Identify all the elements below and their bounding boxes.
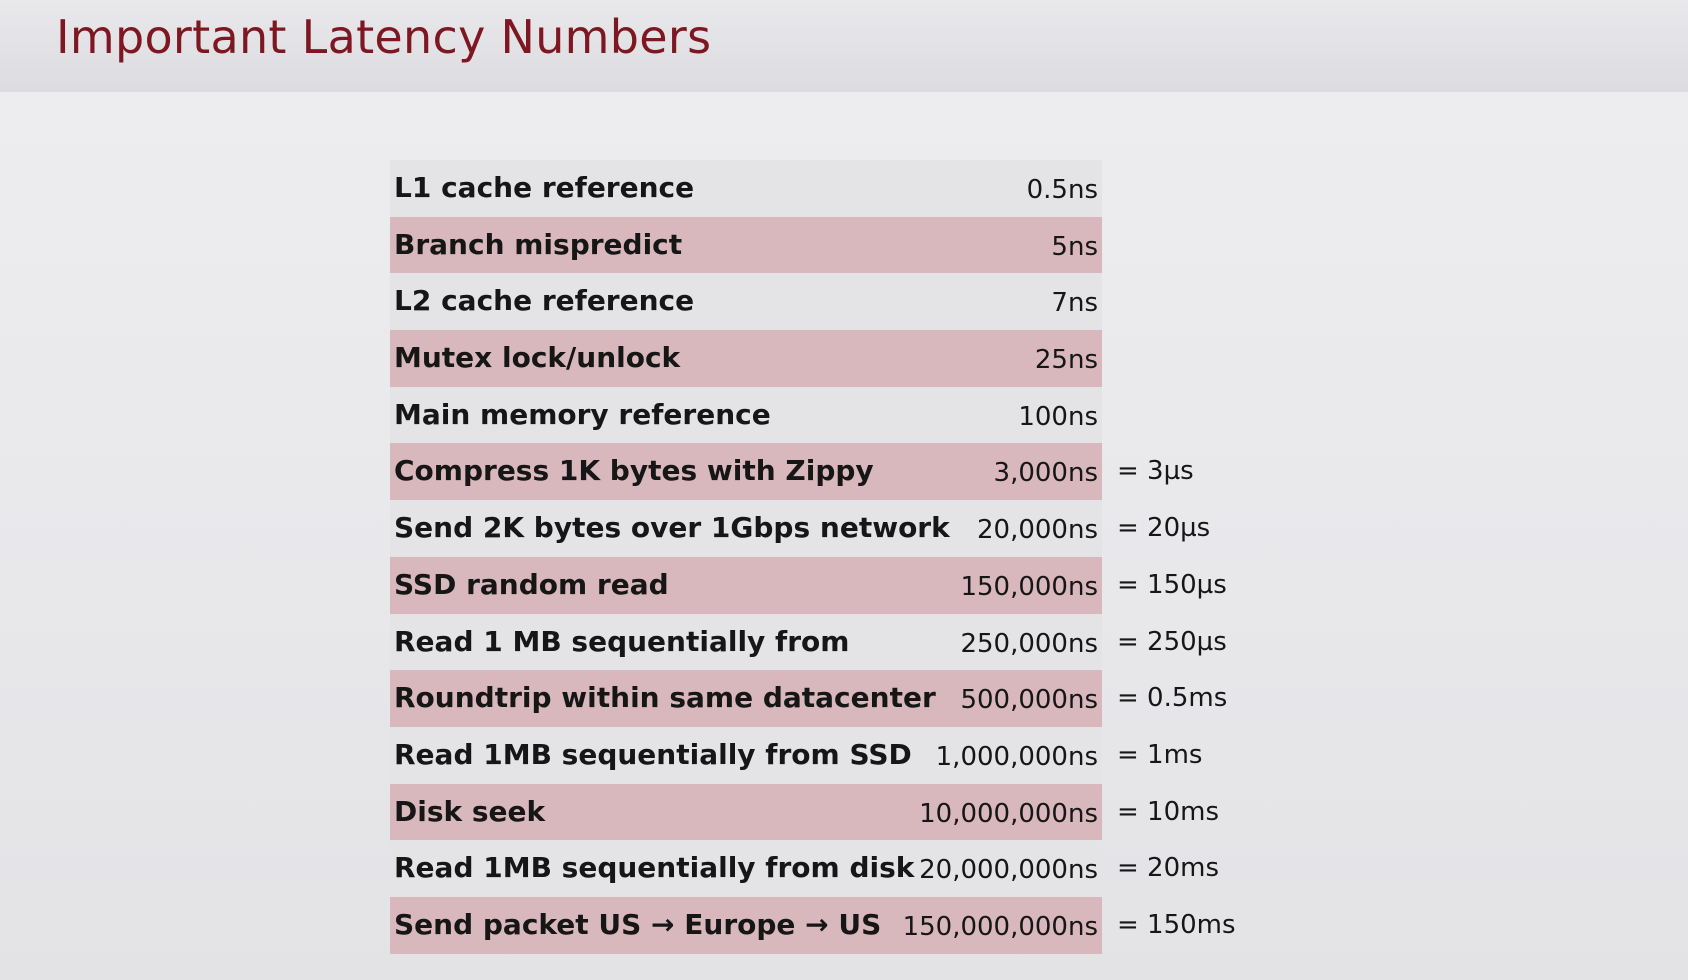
row-label: Compress 1K bytes with Zippy [394,454,874,488]
table-row: Roundtrip within same datacenter 500,000… [390,670,1227,727]
slide-title: Important Latency Numbers [56,10,712,64]
table-row: Send packet US → Europe → US 150,000,000… [390,896,1236,954]
row-conversion: = 10ms [1117,796,1220,827]
table-row: Branch mispredict 5ns [390,216,1102,274]
row-label: Branch mispredict [394,227,683,261]
table-row: Compress 1K bytes with Zippy 3,000ns = 3… [390,443,1194,501]
row-label: Mutex lock/unlock [394,341,681,375]
row-conversion: = 150ms [1117,909,1236,940]
table-row: L1 cache reference 0.5ns [390,160,1102,217]
row-conversion: = 20ms [1117,853,1220,884]
row-value: 250,000ns [960,628,1098,659]
row-value: 500,000ns [960,685,1098,716]
table-row: Mutex lock/unlock 25ns [390,330,1102,387]
row-label: Read 1MB sequentially from disk [394,851,915,885]
row-label: Send 2K bytes over 1Gbps network [394,511,950,545]
row-conversion: = 20µs [1117,513,1211,544]
row-label: Read 1 MB sequentially from [394,624,850,658]
table-row: Read 1MB sequentially from disk 20,000,0… [390,840,1219,897]
table-row: Send 2K bytes over 1Gbps network 20,000n… [390,500,1210,557]
row-label: Main memory reference [394,397,771,431]
row-value: 150,000,000ns [902,911,1098,942]
row-label: Roundtrip within same datacenter [394,681,936,715]
row-label: Disk seek [394,794,546,828]
row-value: 1,000,000ns [935,741,1098,772]
table-row: SSD random read 150,000ns = 150µs [390,556,1227,614]
row-label: Send packet US → Europe → US [394,907,882,941]
row-label: L1 cache reference [394,171,695,204]
row-label: L2 cache reference [394,284,695,318]
table-row: L2 cache reference 7ns [390,273,1102,331]
latency-table: L1 cache reference 0.5ns Branch mispredi… [390,160,1236,954]
row-value: 20,000ns [977,515,1098,546]
row-value: 25ns [1034,345,1098,376]
row-value: 150,000ns [960,571,1098,602]
table-row: Read 1 MB sequentially from 250,000ns = … [390,613,1227,671]
row-conversion: = 250µs [1117,626,1227,657]
row-conversion: = 1ms [1117,739,1203,770]
row-conversion: = 0.5ms [1117,683,1228,714]
row-value: 3,000ns [993,458,1098,489]
row-value: 100ns [1018,401,1098,432]
row-label: Read 1MB sequentially from SSD [394,737,912,771]
row-value: 0.5ns [1026,175,1098,205]
row-value: 5ns [1051,231,1098,262]
row-label: SSD random read [394,567,669,601]
row-conversion: = 3µs [1117,456,1194,487]
title-bar: Important Latency Numbers [0,0,1688,92]
table-row: Main memory reference 100ns [390,386,1102,444]
row-value: 7ns [1051,288,1098,319]
row-value: 10,000,000ns [919,798,1098,829]
table-row: Read 1MB sequentially from SSD 1,000,000… [390,726,1202,784]
table-row: Disk seek 10,000,000ns = 10ms [390,783,1219,841]
row-conversion: = 150µs [1117,569,1227,600]
row-value: 20,000,000ns [919,855,1098,886]
